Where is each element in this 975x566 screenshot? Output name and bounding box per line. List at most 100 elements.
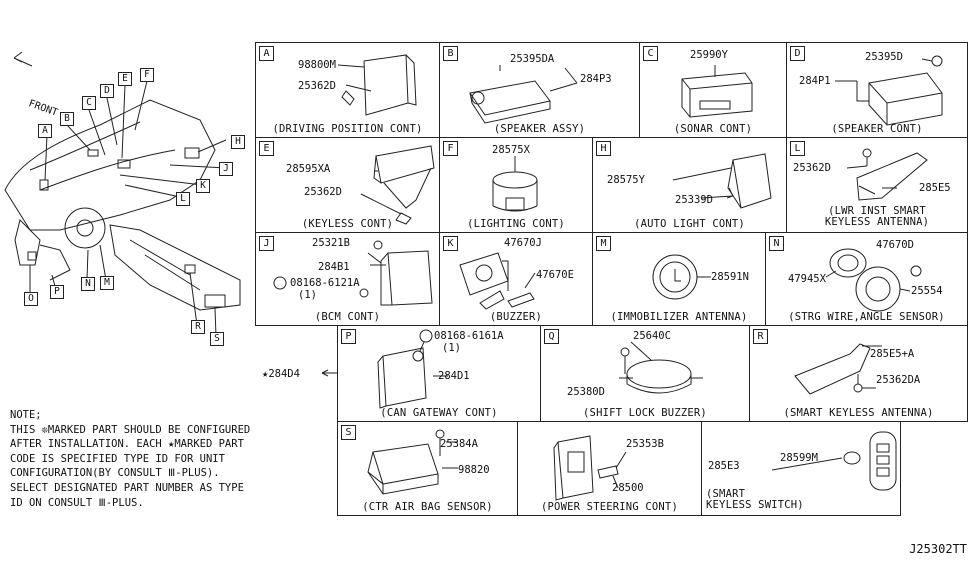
caption-line: KEYLESS SWITCH): [706, 499, 804, 511]
cell-power-steering: 25353B 28500 (POWER STEERING CONT): [517, 421, 702, 516]
overview-tag-m: M: [100, 276, 114, 290]
cell-f: F 28575X (LIGHTING CONT): [439, 137, 593, 233]
cell-tag: R: [753, 329, 768, 344]
cell-p: P 08168-6161A (1) 284D1 (CAN GATEWAY CON…: [337, 325, 541, 422]
cell-n: N 47670D 47945X 25554 (STRG WIRE,ANGLE S…: [765, 232, 968, 326]
overview-tag-p: P: [50, 285, 64, 299]
part-number: 98820: [458, 464, 490, 476]
part-number: 25362D: [304, 186, 342, 198]
cell-caption: (POWER STEERING CONT): [541, 501, 678, 513]
cell-caption: (SONAR CONT): [673, 123, 753, 135]
cell-tag: A: [259, 46, 274, 61]
cell-caption: (SMART KEYLESS ANTENNA): [783, 407, 934, 419]
overview-tag-c: C: [82, 96, 96, 110]
overview-tag-f: F: [140, 68, 154, 82]
part-number: 25362D: [793, 162, 831, 174]
outside-part-label: ★284D4: [262, 368, 300, 380]
part-number: 47670E: [536, 269, 574, 281]
cell-r: R 285E5+A 25362DA (SMART KEYLESS ANTENNA…: [749, 325, 968, 422]
overview-tag-j: J: [219, 162, 233, 176]
part-number: 47945X: [788, 273, 826, 285]
cell-caption: (LWR INST SMART KEYLESS ANTENNA): [787, 206, 967, 228]
caption-line: KEYLESS ANTENNA): [824, 216, 930, 228]
part-number: 284P3: [580, 73, 612, 85]
cell-tag: H: [596, 141, 611, 156]
overview-tag-b: B: [60, 112, 74, 126]
part-number: (1): [298, 289, 317, 301]
cell-tag: K: [443, 236, 458, 251]
caption-line: (SMART: [706, 488, 746, 500]
cell-tag: N: [769, 236, 784, 251]
cell-caption: (DRIVING POSITION CONT): [272, 123, 423, 135]
part-number: 25990Y: [690, 49, 728, 61]
part-number: 28575Y: [607, 174, 645, 186]
cell-caption: (SHIFT LOCK BUZZER): [583, 407, 707, 419]
part-number: 285E3: [708, 460, 740, 472]
part-number: 28500: [612, 482, 644, 494]
part-number: 285E5+A: [870, 348, 915, 360]
part-number: 284B1: [318, 261, 350, 273]
diagram-id: J25302TT: [909, 542, 967, 556]
cell-h: H 28575Y 25339D (AUTO LIGHT CONT): [592, 137, 787, 233]
cell-m: M 28591N (IMMOBILIZER ANTENNA): [592, 232, 766, 326]
part-number: 28575X: [492, 144, 530, 156]
part-number: 25395DA: [510, 53, 555, 65]
cell-caption: (KEYLESS CONT): [301, 218, 394, 230]
cell-tag: Q: [544, 329, 559, 344]
cell-caption: (IMMOBILIZER ANTENNA): [610, 311, 748, 323]
part-number: 25353B: [626, 438, 664, 450]
cell-tag: S: [341, 425, 356, 440]
cell-caption: (LIGHTING CONT): [467, 218, 565, 230]
part-number: 25362D: [298, 80, 336, 92]
cell-caption: (BUZZER): [489, 311, 543, 323]
cell-d: D 25395D 284P1 (SPEAKER CONT): [786, 42, 968, 138]
cell-tag: M: [596, 236, 611, 251]
part-number: (1): [442, 342, 461, 354]
part-number: 25640C: [633, 330, 671, 342]
cell-q: Q 25640C 25380D (SHIFT LOCK BUZZER): [540, 325, 750, 422]
part-number: 284D1: [438, 370, 470, 382]
note-text: NOTE; THIS ❊MARKED PART SHOULD BE CONFIG…: [10, 409, 251, 509]
cell-tag: D: [790, 46, 805, 61]
cell-tag: E: [259, 141, 274, 156]
cell-j: J 25321B 284B1 08168-6121A (1) (BCM CONT…: [255, 232, 440, 326]
part-number: 28599M: [780, 452, 818, 464]
cell-a: A 98800M 25362D (DRIVING POSITION CONT): [255, 42, 440, 138]
overview-tag-s: S: [210, 332, 224, 346]
cell-e: E 28595XA 25362D (KEYLESS CONT): [255, 137, 440, 233]
caption-line: (LWR INST SMART: [828, 205, 926, 217]
cell-s: S 25384A 98820 (CTR AIR BAG SENSOR): [337, 421, 518, 516]
cell-tag: J: [259, 236, 274, 251]
part-number: 47670D: [876, 239, 914, 251]
part-number: 28595XA: [286, 163, 331, 175]
overview-tag-n: N: [81, 277, 95, 291]
cell-tag: L: [790, 141, 805, 156]
cell-k: K 47670J 47670E (BUZZER): [439, 232, 593, 326]
overview-tag-h: H: [231, 135, 245, 149]
cell-caption: (BCM CONT): [314, 311, 381, 323]
cell-caption: (SPEAKER CONT): [831, 123, 923, 135]
cell-tag: B: [443, 46, 458, 61]
cell-c: C 25990Y (SONAR CONT): [639, 42, 787, 138]
overview-tag-a: A: [38, 124, 52, 138]
cell-smart-keyless-switch: 285E3 28599M (SMART KEYLESS SWITCH): [701, 421, 901, 516]
cell-l: L 25362D 285E5 (LWR INST SMART KEYLESS A…: [786, 137, 968, 233]
cell-tag: C: [643, 46, 658, 61]
cell-caption: (SMART KEYLESS SWITCH): [706, 489, 900, 511]
overview-tag-o: O: [24, 292, 38, 306]
part-number: 25384A: [440, 438, 478, 450]
cell-caption: (SPEAKER ASSY): [493, 123, 586, 135]
part-number: 25321B: [312, 237, 350, 249]
overview-tag-l: L: [176, 192, 190, 206]
cell-caption: (CAN GATEWAY CONT): [380, 407, 498, 419]
cell-caption: (AUTO LIGHT CONT): [634, 218, 745, 230]
overview-tag-e: E: [118, 72, 132, 86]
overview-tag-r: R: [191, 320, 205, 334]
part-number: 98800M: [298, 59, 336, 71]
overview-tag-k: K: [196, 179, 210, 193]
part-number: 08168-6121A: [290, 277, 360, 289]
part-number: 25554: [911, 285, 943, 297]
part-number: 25395D: [865, 51, 903, 63]
cell-caption: (CTR AIR BAG SENSOR): [362, 501, 493, 513]
part-number: 25380D: [567, 386, 605, 398]
